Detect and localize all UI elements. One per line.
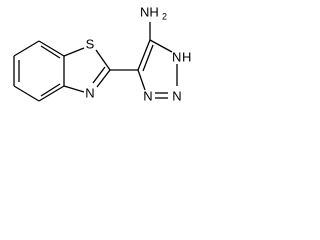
bond-c5-n1 [149,39,173,53]
benzothiazolyl-triazolamine-structure: S N NH 2 N H N N [13,4,191,103]
thiazole-nitrogen-label: N [85,85,94,100]
bond-c4-c5 [137,39,151,71]
bond-c7a-s [63,47,85,57]
triazole-nh-hydrogen-label: H [182,49,191,64]
bond-c2-n3 [96,69,111,88]
triazole-n3-label: N [143,88,152,103]
triazole-nh-nitrogen-label: N [172,49,181,64]
bond-benzene-6 [38,40,65,57]
sulfur-label: S [86,36,95,51]
thiazole-ring [63,47,111,93]
bond-benzene-inner-2 [40,83,61,97]
benzene-ring [13,40,65,102]
amine-nh-label: NH [140,4,159,19]
bond-c2-n3-double [92,66,106,84]
triazole-n2-label: N [172,88,181,103]
bond-n3-c4 [137,69,146,91]
bond-s-c2 [95,49,111,71]
amine-label: NH 2 [140,4,167,21]
triazole-ring [137,39,178,99]
bond-c4-c5-double [142,44,154,72]
amine-subscript-label: 2 [162,11,167,21]
bond-benzene-4 [38,85,65,102]
triazole-nh-label: N H [172,49,191,64]
bond-benzene-1 [13,40,40,57]
bond-benzene-3 [13,85,40,102]
bond-benzene-inner-3 [40,45,61,59]
bond-n3-c3a [63,85,85,93]
